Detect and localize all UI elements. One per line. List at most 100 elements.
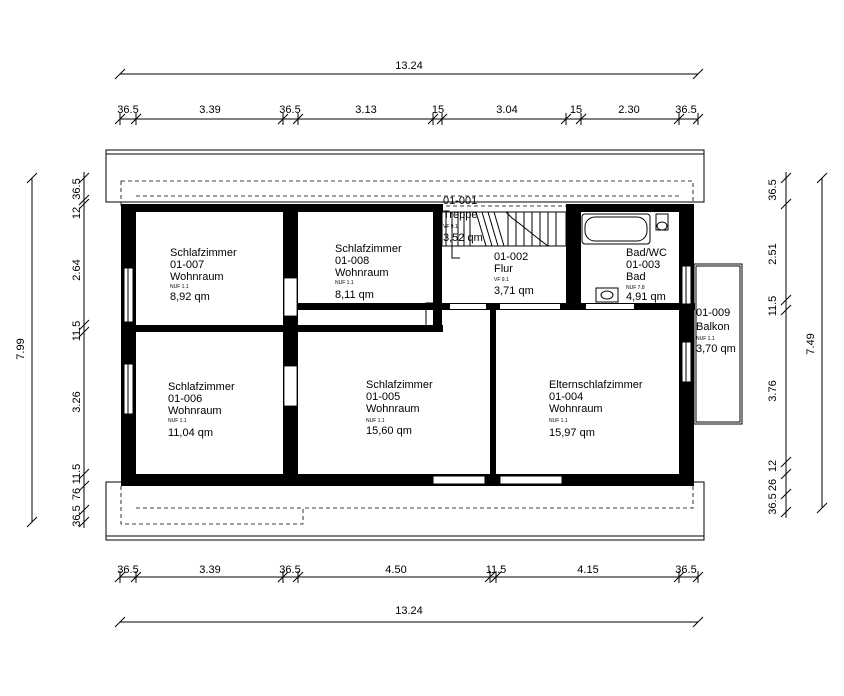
svg-text:3,71 qm: 3,71 qm: [494, 285, 534, 297]
dimension-bottom-total: 13.24: [114, 605, 704, 628]
room-label-01-006: Schlafzimmer 01-006 Wohnraum NUF 1.1 11,…: [168, 381, 235, 439]
dim-bottom-seg-6: 4.15: [577, 564, 598, 576]
svg-text:01-002: 01-002: [494, 251, 528, 263]
dim-top-seg-3: 36.5: [279, 104, 300, 116]
openings: [123, 265, 692, 485]
svg-text:Bad/WC: Bad/WC: [626, 247, 667, 259]
wall-interior-vertical-2: [490, 303, 496, 486]
stair-tread: [475, 211, 487, 247]
dim-right-seg-4: 3.76: [767, 380, 779, 401]
svg-text:01-007: 01-007: [170, 259, 204, 271]
svg-text:01-003: 01-003: [626, 259, 660, 271]
bathroom-fixtures: [581, 213, 669, 303]
svg-text:01-008: 01-008: [335, 255, 369, 267]
svg-text:Elternschlafzimmer: Elternschlafzimmer: [549, 379, 643, 391]
dimension-top-chain: 36.5 3.39 36.5 3.13 15 3.04 15 2.30 36.5: [114, 104, 704, 125]
wall-interior-horizontal-1: [136, 325, 443, 332]
svg-text:Wohnraum: Wohnraum: [168, 405, 222, 417]
wall-stair-east: [566, 212, 581, 304]
dim-right-seg-1: 36.5: [767, 179, 779, 200]
dim-bottom-seg-7: 36.5: [675, 564, 696, 576]
stair-tread: [493, 211, 505, 247]
room-label-01-005: Schlafzimmer 01-005 Wohnraum NUF 1.1 15,…: [366, 379, 433, 437]
stair-tread: [487, 211, 499, 247]
door-gap-bad: [586, 304, 634, 309]
room-label-01-003: Bad/WC 01-003 Bad NUF 7.8 4,91 qm: [626, 247, 667, 303]
dim-bottom-seg-2: 3.39: [199, 564, 220, 576]
svg-text:Wohnraum: Wohnraum: [366, 403, 420, 415]
svg-text:Flur: Flur: [494, 263, 513, 275]
dim-left-seg-6: 11.5: [71, 464, 83, 485]
dim-top-seg-7: 15: [570, 104, 582, 116]
svg-text:Schlafzimmer: Schlafzimmer: [335, 243, 402, 255]
dim-left-seg-5: 3.26: [71, 391, 83, 412]
svg-text:11,04 qm: 11,04 qm: [168, 427, 213, 439]
wall-south: [121, 474, 694, 486]
dim-top-seg-5: 15: [432, 104, 444, 116]
svg-text:Schlafzimmer: Schlafzimmer: [170, 247, 237, 259]
room-label-01-007: Schlafzimmer 01-007 Wohnraum NUF 1.1 8,9…: [170, 247, 237, 303]
dim-right-seg-2: 2.51: [767, 243, 779, 264]
svg-text:01-006: 01-006: [168, 393, 202, 405]
dim-left-seg-2: 36.5: [71, 178, 83, 199]
svg-text:3,70 qm: 3,70 qm: [696, 343, 736, 355]
dim-top-seg-4: 3.13: [355, 104, 376, 116]
dim-left-seg-1: 12: [71, 207, 83, 219]
svg-text:01-005: 01-005: [366, 391, 400, 403]
svg-text:NUF 1.1: NUF 1.1: [170, 284, 189, 290]
door-gap-1: [283, 277, 298, 317]
svg-text:3,52 qm: 3,52 qm: [443, 232, 483, 244]
svg-text:VF 9.1: VF 9.1: [494, 277, 509, 283]
stair-tread: [481, 211, 493, 247]
svg-text:Schlafzimmer: Schlafzimmer: [168, 381, 235, 393]
svg-text:15,97 qm: 15,97 qm: [549, 427, 595, 439]
dim-left-seg-7: 76: [71, 488, 83, 500]
wall-stair-west: [433, 212, 442, 330]
dim-right-seg-7: 36.5: [767, 493, 779, 514]
dim-top-seg-1: 36.5: [117, 104, 138, 116]
chimney-shaft: [425, 302, 435, 330]
dim-top-seg-2: 3.39: [199, 104, 220, 116]
svg-text:Balkon: Balkon: [696, 321, 730, 333]
dim-bottom-seg-1: 36.5: [117, 564, 138, 576]
dim-top-seg-9: 36.5: [675, 104, 696, 116]
dim-top-total-label: 13.24: [395, 60, 423, 72]
dim-top-seg-8: 2.30: [618, 104, 639, 116]
dimension-right-total: 7.49: [805, 172, 828, 514]
wall-interior-horizontal-2: [298, 303, 695, 310]
svg-text:NUF 1.1: NUF 1.1: [168, 418, 187, 424]
dim-right-seg-6: 26: [767, 479, 779, 491]
wall-north-left: [121, 204, 443, 212]
window-south-2: [499, 475, 563, 485]
svg-text:Schlafzimmer: Schlafzimmer: [366, 379, 433, 391]
washbasin-icon: [595, 287, 619, 303]
svg-text:Treppe: Treppe: [443, 209, 477, 221]
dim-right-seg-5: 12: [767, 460, 779, 472]
svg-text:01-004: 01-004: [549, 391, 583, 403]
svg-text:01-001: 01-001: [443, 195, 477, 207]
door-gap-eltern: [500, 304, 560, 309]
dim-left-seg-8: 36.5: [71, 505, 83, 526]
svg-text:01-009: 01-009: [696, 307, 730, 319]
svg-text:NUF 1.1: NUF 1.1: [366, 418, 385, 424]
svg-text:VF 9.1: VF 9.1: [443, 224, 458, 230]
room-label-01-008: Schlafzimmer 01-008 Wohnraum NUF 1.1 8,1…: [335, 243, 402, 301]
dim-bottom-seg-5: 11.5: [486, 564, 507, 576]
dim-bottom-seg-4: 4.50: [385, 564, 406, 576]
svg-text:NUF 1.1: NUF 1.1: [549, 418, 568, 424]
balcony: [693, 263, 743, 425]
dim-left-seg-4: 11.5: [71, 321, 83, 342]
dimension-top-total: 13.24: [114, 60, 704, 80]
dim-right-seg-3: 11.5: [767, 296, 779, 317]
svg-text:Wohnraum: Wohnraum: [549, 403, 603, 415]
dim-bottom-total-label: 13.24: [395, 605, 423, 617]
wall-west: [121, 204, 136, 486]
bathtub-icon: [581, 213, 651, 245]
dim-bottom-seg-3: 36.5: [279, 564, 300, 576]
stairs: [441, 211, 567, 259]
svg-text:Wohnraum: Wohnraum: [170, 271, 224, 283]
room-label-01-002: 01-002 Flur VF 9.1 3,71 qm: [494, 251, 534, 297]
dimension-left-chain: 12 36.5 2.64 11.5 3.26 11.5 76 36.5: [71, 172, 90, 528]
dimension-left-total: 7.99: [15, 172, 38, 528]
